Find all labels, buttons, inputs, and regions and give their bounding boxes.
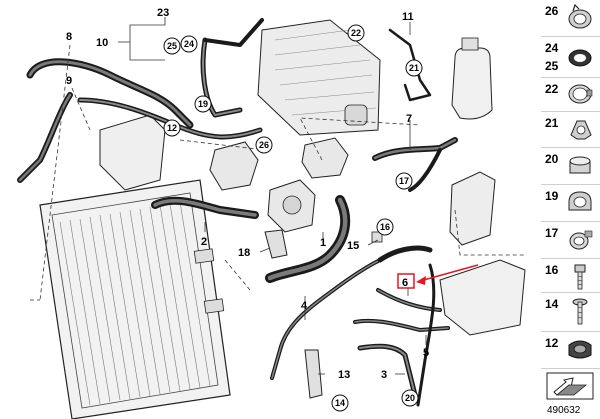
- hose-3: [357, 343, 418, 398]
- leader-solid: [118, 17, 427, 375]
- circled-22: 22: [351, 28, 361, 38]
- callout-10: 10: [96, 37, 108, 49]
- screw-icon: [572, 298, 588, 325]
- legend-item-12: 12: [541, 332, 600, 369]
- view-arrow-icon: [546, 372, 594, 400]
- legend-item-19: 19: [541, 185, 600, 222]
- cooling-system-parts-diagram: 1 2 3 4 5 6 7 8 9 10 11 13 15 18 23 25 2…: [17, 7, 526, 419]
- circled-17: 17: [399, 176, 409, 186]
- hose-8: [26, 58, 194, 129]
- callout-5: 5: [423, 347, 429, 359]
- legend-item-16: 16: [541, 259, 600, 293]
- clip-retainer-icon: [570, 120, 592, 140]
- sensor-16: [371, 231, 383, 243]
- legend-item-22: 22: [541, 78, 600, 112]
- circled-25: 25: [167, 41, 177, 51]
- legend-label-16: 16: [545, 263, 559, 277]
- o-ring-seal-icon: [568, 49, 592, 67]
- radiator: [39, 179, 231, 419]
- legend-item-24-25: 24 25: [541, 37, 600, 78]
- air-duct: [99, 114, 166, 191]
- leader-lines: [30, 44, 525, 301]
- callout-numbers: 1 2 3 4 5 6 7 8 9 10 11 13 15 18 23: [66, 7, 429, 381]
- callout-8: 8: [66, 31, 72, 43]
- legend-item-21: 21: [541, 112, 600, 148]
- parts-legend: 26 24 25 22 21 20: [541, 0, 600, 419]
- diagram-reference-code: 490632: [547, 405, 581, 416]
- legend-item-20: 20: [541, 148, 600, 185]
- callout-23: 23: [157, 7, 169, 19]
- bracket-13: [304, 349, 323, 399]
- circled-16: 16: [380, 222, 390, 232]
- legend-item-17: 17: [541, 222, 600, 259]
- circled-19: 19: [198, 99, 208, 109]
- intercooler: [257, 19, 381, 136]
- callout-2: 2: [201, 236, 207, 248]
- callout-6: 6: [402, 277, 408, 289]
- callout-1: 1: [320, 237, 326, 249]
- legend-label-22: 22: [545, 82, 559, 96]
- legend-label-24: 24: [545, 41, 559, 55]
- legend-label-14: 14: [545, 297, 559, 311]
- hose-6: [376, 288, 442, 312]
- rubber-mount-icon: [568, 340, 592, 359]
- legend-label-25: 25: [545, 59, 559, 73]
- line-11: [388, 28, 432, 102]
- callout-9: 9: [66, 75, 72, 87]
- legend-label-17: 17: [545, 226, 559, 240]
- cable-tie-clamp-icon: [568, 191, 592, 211]
- callout-15: 15: [347, 240, 359, 252]
- circled-12: 12: [167, 123, 177, 133]
- circled-20: 20: [405, 393, 415, 403]
- legend-label-26: 26: [545, 4, 559, 18]
- hose-clamp-spring-icon: [568, 3, 592, 29]
- coolant-reservoir: [439, 171, 526, 336]
- part-6-highlight: [397, 264, 479, 289]
- legend-item-arrow: [541, 369, 600, 402]
- legend-label-21: 21: [545, 116, 559, 130]
- circled-14: 14: [335, 398, 345, 408]
- callout-13: 13: [338, 369, 350, 381]
- circled-24: 24: [184, 39, 194, 49]
- water-pump: [209, 137, 349, 233]
- legend-item-14: 14: [541, 293, 600, 332]
- hose-clamp-icon: [569, 156, 591, 174]
- callout-11: 11: [402, 11, 414, 23]
- bolt-icon: [574, 264, 586, 290]
- callout-3: 3: [381, 369, 387, 381]
- hose-clip-icon: [569, 230, 593, 250]
- legend-label-19: 19: [545, 189, 559, 203]
- bracket-18: [264, 229, 288, 259]
- circled-26: 26: [259, 140, 269, 150]
- legend-label-12: 12: [545, 336, 559, 350]
- circled-callouts: [163, 24, 423, 412]
- callout-4: 4: [301, 300, 308, 312]
- legend-label-20: 20: [545, 152, 559, 166]
- band-clamp-icon: [568, 84, 593, 104]
- callout-7: 7: [406, 113, 412, 125]
- callout-18: 18: [238, 247, 250, 259]
- circled-21: 21: [409, 63, 419, 73]
- legend-item-26: 26: [541, 0, 600, 37]
- expansion-tank: [451, 37, 493, 120]
- circled-callout-labels: 25 24 22 21 19 12 26 17 16 14 20: [167, 28, 419, 408]
